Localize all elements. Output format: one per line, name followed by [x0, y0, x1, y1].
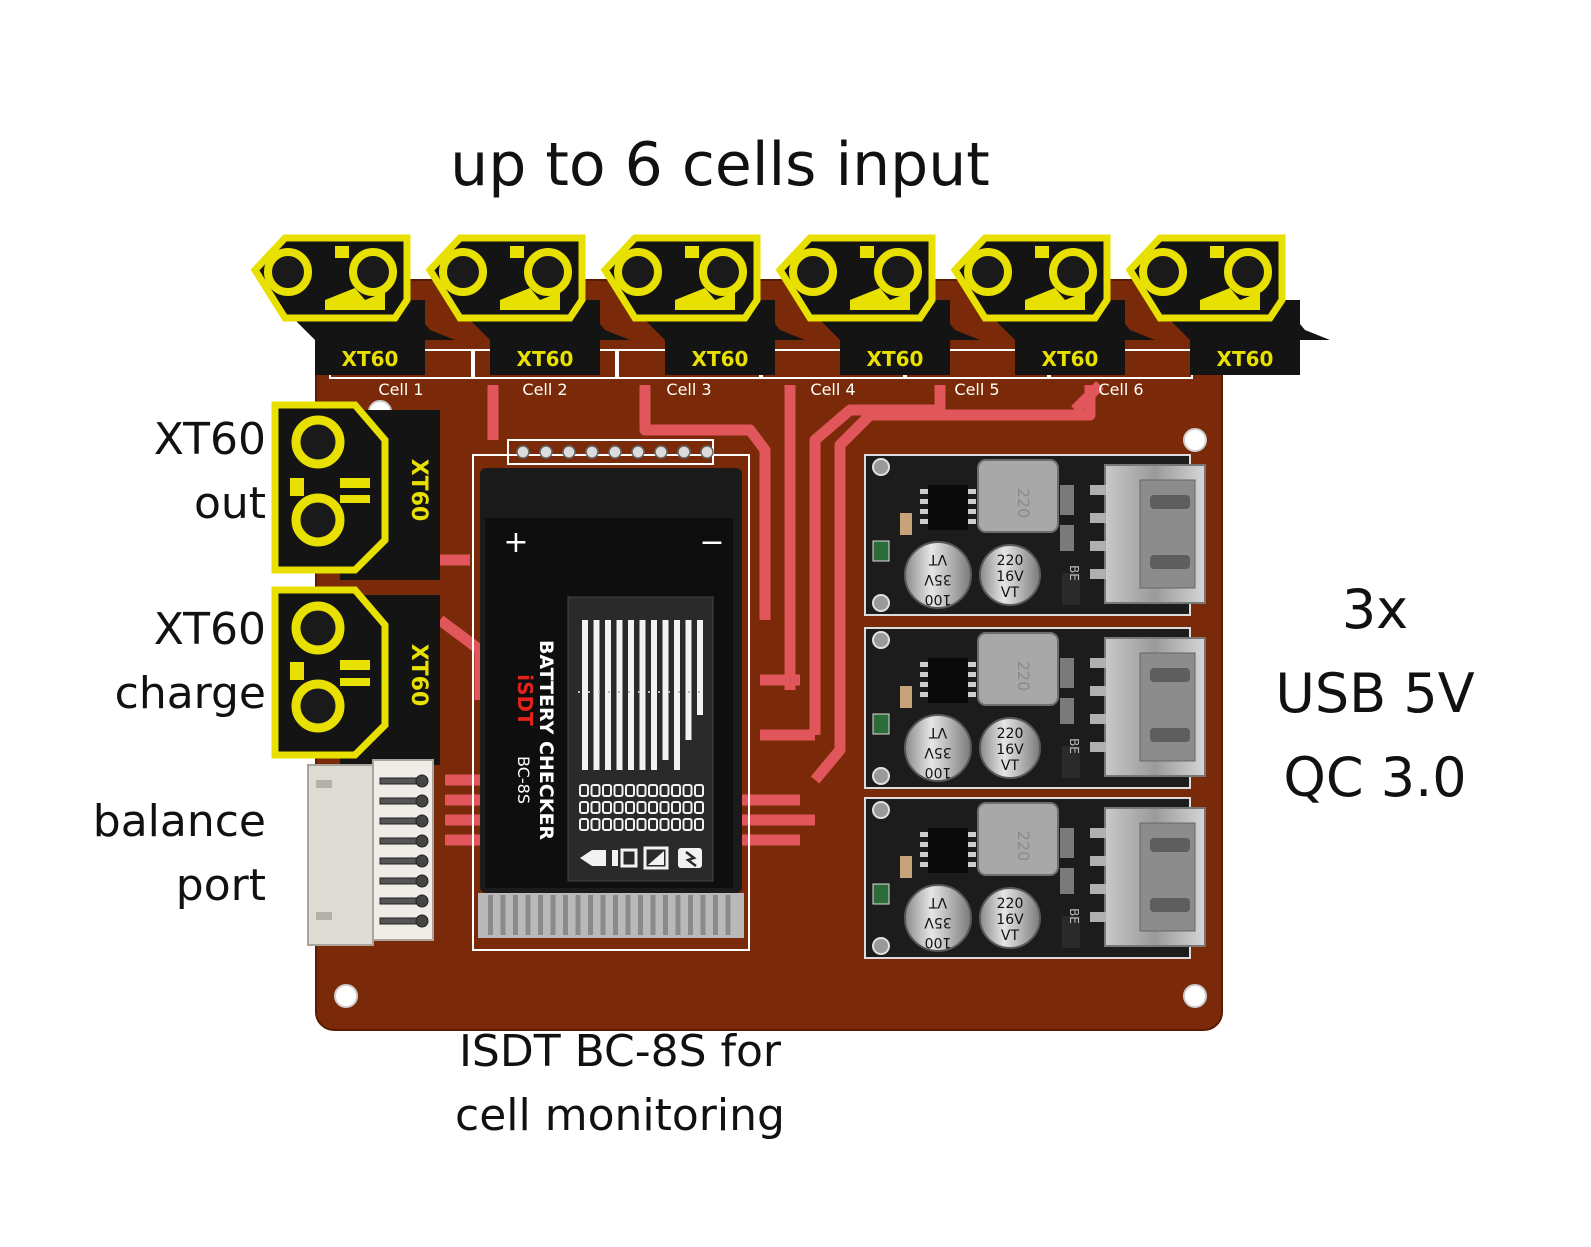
silkscreen-marking: BE — [1067, 565, 1081, 581]
cell-connector-marking: XT60 — [517, 347, 574, 371]
usb-port — [1090, 464, 1206, 604]
inductor-marking: 220 — [1014, 831, 1033, 862]
inductor-marking: 220 — [1014, 488, 1033, 519]
checker-label-line1: ISDT BC-8S for — [458, 1026, 782, 1077]
usb-label: 3x USB 5V QC 3.0 — [1245, 568, 1505, 820]
cell-input-connector: XT60 — [600, 234, 805, 375]
usb-port — [1090, 637, 1206, 777]
capacitor-marking: VT — [1001, 585, 1020, 601]
balance-port-label-line1: balance — [92, 796, 266, 847]
cell-connector-marking: XT60 — [867, 347, 924, 371]
cell-connector-marking: XT60 — [1042, 347, 1099, 371]
capacitor-100uf: VT 35V 100 — [904, 714, 972, 782]
cell-connector-row: XT60 XT60 XT60 XT60 XT60 XT60 — [250, 234, 1330, 375]
checker-label-line2: cell monitoring — [455, 1090, 785, 1141]
silkscreen-marking: BE — [1067, 908, 1081, 924]
capacitor-marking: 35V — [924, 744, 952, 760]
xt60-out-marking: XT60 — [406, 459, 431, 522]
checker-model: BC-8S — [514, 756, 533, 804]
capacitor-marking: VT — [928, 894, 947, 910]
balance-port-label-line2: port — [175, 860, 266, 911]
cell-label: Cell 5 — [954, 380, 999, 399]
capacitor-marking: 16V — [996, 912, 1024, 928]
lcd-status-icons — [580, 846, 702, 870]
capacitor-marking: 16V — [996, 742, 1024, 758]
balance-port-connector — [307, 759, 434, 946]
cell-input-connector: XT60 — [775, 234, 980, 375]
input-title: up to 6 cells input — [450, 130, 990, 200]
xt60-out-label: XT60 out — [154, 408, 266, 536]
cell-connector-marking: XT60 — [1217, 347, 1274, 371]
usb-label-line2: USB 5V — [1275, 662, 1475, 725]
inductor-marking: 220 — [1014, 661, 1033, 692]
cell-connector-marking: XT60 — [342, 347, 399, 371]
cell-connector-marking: XT60 — [692, 347, 749, 371]
balance-port-label: balance port — [93, 790, 266, 918]
usb-port — [1090, 807, 1206, 947]
capacitor-marking: VT — [1001, 758, 1020, 774]
capacitor-marking: VT — [928, 551, 947, 567]
battery-checker-module: + − BATTERY CHECKER iSDT BC-8S — [472, 439, 750, 951]
capacitor-marking: 220 — [997, 553, 1024, 569]
checker-label: ISDT BC-8S for cell monitoring — [420, 1020, 820, 1148]
capacitor-marking: 100 — [925, 764, 952, 780]
usb-label-line3: QC 3.0 — [1283, 746, 1467, 809]
capacitor-marking: 35V — [924, 914, 952, 930]
checker-name: BATTERY CHECKER — [535, 640, 557, 840]
cell-input-connector: XT60 — [950, 234, 1155, 375]
capacitor-marking: 220 — [997, 726, 1024, 742]
cell-label: Cell 1 — [378, 380, 423, 399]
checker-plus-sign: + — [503, 525, 528, 560]
capacitor-marking: VT — [1001, 928, 1020, 944]
capacitor-marking: 220 — [997, 896, 1024, 912]
cell-label: Cell 3 — [666, 380, 711, 399]
capacitor-100uf: VT 35V 100 — [904, 541, 972, 609]
usb-module-stack: 220VT35V10022016VVTBE220VT35V10022016VVT… — [864, 454, 1206, 959]
xt60-out-label-line2: out — [193, 478, 266, 529]
xt60-charge-label-line1: XT60 — [153, 604, 266, 655]
checker-minus-sign: − — [699, 525, 724, 560]
cell-label: Cell 2 — [522, 380, 567, 399]
cell-input-connector: XT60 — [1125, 234, 1330, 375]
xt60-charge-marking: XT60 — [406, 644, 431, 707]
capacitor-marking: VT — [928, 724, 947, 740]
capacitor-marking: 35V — [924, 571, 952, 587]
silkscreen-marking: BE — [1067, 738, 1081, 754]
xt60-charge-label: XT60 charge — [115, 598, 266, 726]
xt60-out-connector: XT60 — [271, 401, 440, 580]
usb-label-line1: 3x — [1341, 578, 1409, 641]
xt60-charge-label-line2: charge — [114, 668, 266, 719]
cell-input-connector: XT60 — [425, 234, 630, 375]
checker-brand: iSDT — [513, 674, 537, 726]
xt60-charge-connector: XT60 — [271, 586, 440, 765]
cell-label: Cell 6 — [1098, 380, 1143, 399]
cell-label: Cell 4 — [810, 380, 855, 399]
capacitor-marking: 100 — [925, 934, 952, 950]
xt60-out-label-line1: XT60 — [153, 414, 266, 465]
cell-input-connector: XT60 — [250, 234, 455, 375]
capacitor-marking: 16V — [996, 569, 1024, 585]
capacitor-100uf: VT 35V 100 — [904, 884, 972, 952]
capacitor-marking: 100 — [925, 591, 952, 607]
